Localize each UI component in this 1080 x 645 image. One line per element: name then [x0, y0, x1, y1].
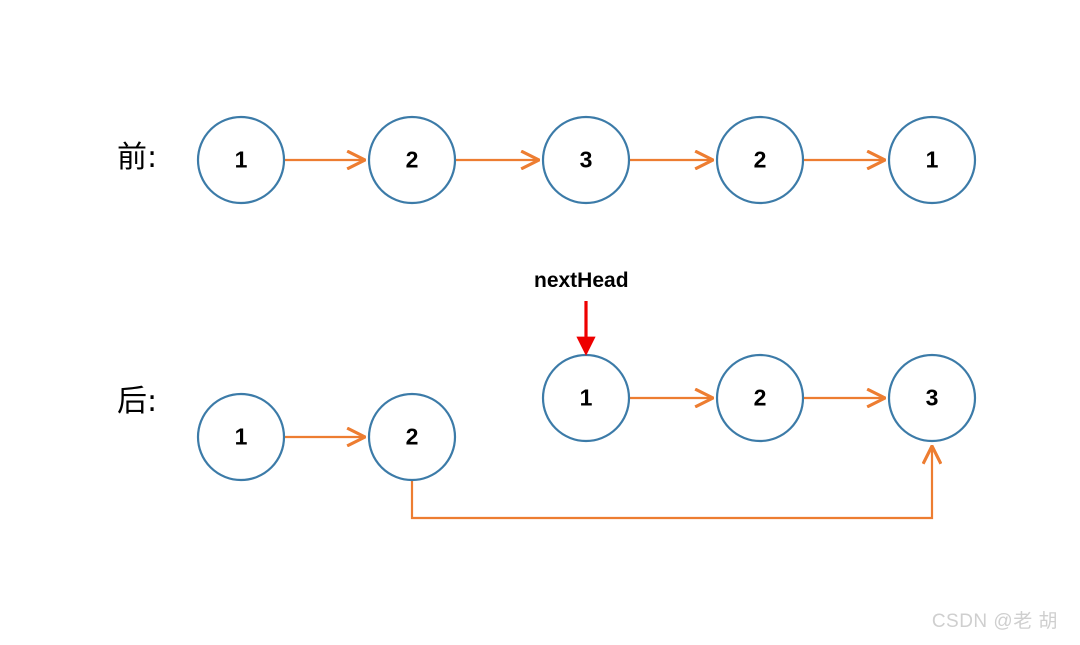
row-label-before: 前:: [117, 140, 158, 175]
before-node-4[interactable]: [887, 115, 977, 205]
after-node-2[interactable]: [541, 353, 631, 443]
after-row-links: [285, 398, 932, 520]
before-node-2[interactable]: [541, 115, 631, 205]
before-node-0[interactable]: [196, 115, 286, 205]
after-node-1[interactable]: [367, 392, 457, 482]
after-link-elbow-2-3: [410, 447, 932, 520]
after-row-nodes: [196, 353, 977, 482]
before-row-nodes: [196, 115, 977, 205]
row-label-after: 后:: [117, 384, 158, 419]
before-node-3[interactable]: [715, 115, 805, 205]
after-node-4[interactable]: [887, 353, 977, 443]
watermark: CSDN @老 胡: [931, 611, 1058, 632]
before-node-1[interactable]: [367, 115, 457, 205]
after-node-3[interactable]: [715, 353, 805, 443]
next-head-label: nextHead: [534, 269, 629, 292]
after-node-0[interactable]: [196, 392, 286, 482]
